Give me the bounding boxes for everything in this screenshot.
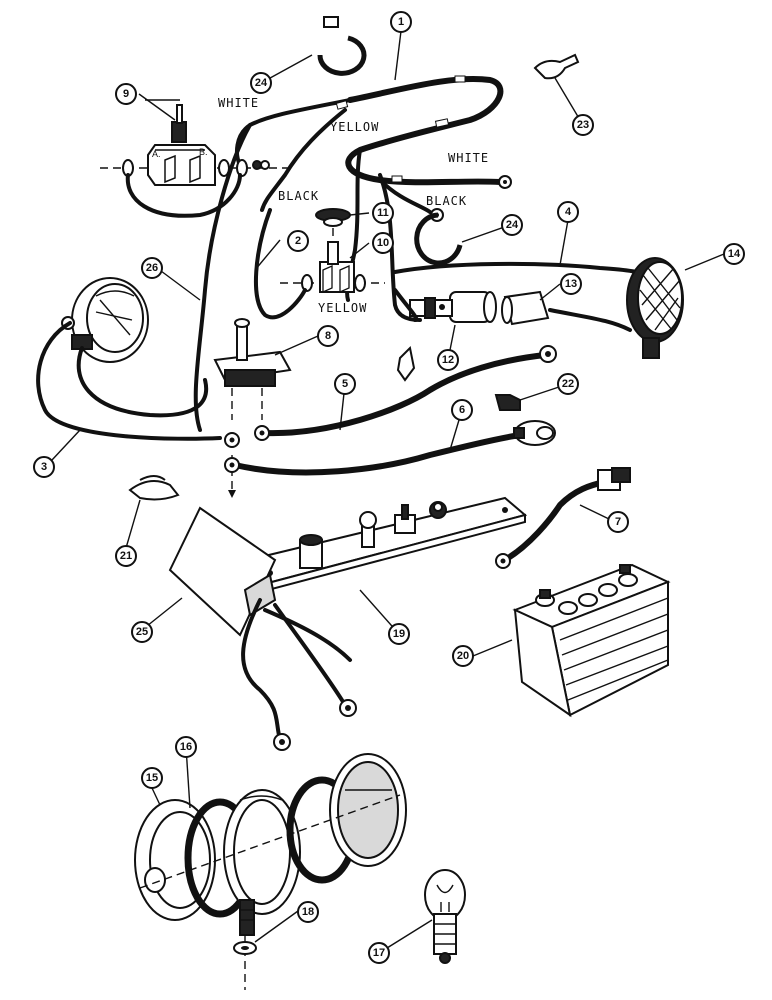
callout-16: 16 [175, 736, 197, 758]
label-white-top: WHITE [218, 96, 259, 110]
lamp-body [223, 789, 301, 936]
callout-25-label: 25 [136, 626, 148, 638]
callout-25: 25 [131, 621, 153, 643]
callout-3: 3 [33, 456, 55, 478]
terminal-b-label: B. [199, 147, 208, 157]
lock-washer [233, 935, 257, 990]
callout-16-label: 16 [180, 741, 192, 753]
callout-24-right-label: 24 [506, 219, 519, 231]
cable-5 [262, 352, 548, 437]
callout-26: 26 [141, 257, 163, 279]
callout-19: 19 [388, 623, 410, 645]
flood-lamp [626, 257, 684, 359]
callout-18: 18 [297, 901, 319, 923]
callout-8: 8 [317, 325, 339, 347]
callout-1: 1 [390, 11, 412, 33]
rubber-grommet [315, 208, 351, 242]
split-ring-top [317, 16, 367, 76]
callout-2: 2 [287, 230, 309, 252]
split-ring-right [414, 212, 463, 266]
connector-plug [409, 291, 497, 323]
callout-20-label: 20 [457, 650, 469, 662]
battery [512, 563, 671, 718]
circuit-breaker-switch: A. B. [100, 104, 295, 186]
callout-24-top-label: 24 [255, 77, 268, 89]
callout-9-label: 9 [123, 88, 129, 100]
cable-7 [502, 479, 608, 563]
callout-18-label: 18 [302, 906, 314, 918]
instrument-panel [246, 496, 528, 592]
callout-23: 23 [572, 114, 594, 136]
callout-7: 7 [607, 511, 629, 533]
callout-9: 9 [115, 83, 137, 105]
callout-22: 22 [557, 373, 579, 395]
callout-17-label: 17 [373, 947, 385, 959]
callout-11: 11 [372, 202, 394, 224]
clamp-23 [533, 53, 580, 80]
callout-6: 6 [451, 399, 473, 421]
callout-26-label: 26 [146, 262, 158, 274]
callout-4: 4 [557, 201, 579, 223]
callout-17: 17 [368, 942, 390, 964]
callout-3-label: 3 [41, 461, 47, 473]
callout-14: 14 [723, 243, 745, 265]
main-wiring-harness [193, 75, 652, 432]
label-white-right: WHITE [448, 151, 489, 165]
cable-6 [232, 432, 523, 476]
callout-10: 10 [372, 232, 394, 254]
callout-11-label: 11 [377, 207, 389, 219]
connector-sleeve [501, 290, 550, 326]
callout-24-top: 24 [250, 72, 272, 94]
callout-6-label: 6 [459, 404, 465, 416]
callout-20: 20 [452, 645, 474, 667]
callout-5: 5 [334, 373, 356, 395]
callout-7-label: 7 [615, 516, 621, 528]
callout-12: 12 [437, 349, 459, 371]
callout-21: 21 [115, 545, 137, 567]
callout-15-label: 15 [146, 772, 158, 784]
label-black-left: BLACK [278, 189, 319, 203]
callout-10-label: 10 [377, 237, 389, 249]
callout-13-label: 13 [565, 278, 577, 290]
callout-leaders [51, 30, 725, 954]
terminal-a-label: A. [152, 149, 161, 159]
callout-21-label: 21 [120, 550, 132, 562]
wire-color-labels: WHITE YELLOW BLACK WHITE BLACK YELLOW [218, 96, 489, 315]
callout-13: 13 [560, 273, 582, 295]
callout-22-label: 22 [562, 378, 574, 390]
callout-1-label: 1 [398, 16, 404, 28]
callout-19-label: 19 [393, 628, 405, 640]
callout-14-label: 14 [728, 248, 741, 260]
label-yellow-bottom: YELLOW [318, 301, 367, 315]
lamp-bulb [424, 869, 466, 964]
label-black-right: BLACK [426, 194, 467, 208]
ammeter-gauge [61, 277, 149, 363]
callout-15: 15 [141, 767, 163, 789]
light-switch [213, 318, 292, 498]
terminal-block [280, 241, 385, 294]
battery-clamp [513, 420, 556, 446]
callout-23-label: 23 [577, 119, 589, 131]
callout-2-label: 2 [295, 235, 301, 247]
callout-12-label: 12 [442, 354, 454, 366]
label-yellow-top: YELLOW [330, 120, 379, 134]
cable-7-clamp [597, 467, 631, 491]
shield-plate [168, 506, 277, 637]
callout-24-right: 24 [501, 214, 523, 236]
clip-21 [128, 475, 180, 501]
callout-8-label: 8 [325, 330, 331, 342]
callout-5-label: 5 [342, 378, 348, 390]
callout-4-label: 4 [565, 206, 572, 218]
panel-wires [241, 598, 352, 742]
lamp-lens [329, 753, 407, 867]
cable-clip [396, 345, 521, 411]
